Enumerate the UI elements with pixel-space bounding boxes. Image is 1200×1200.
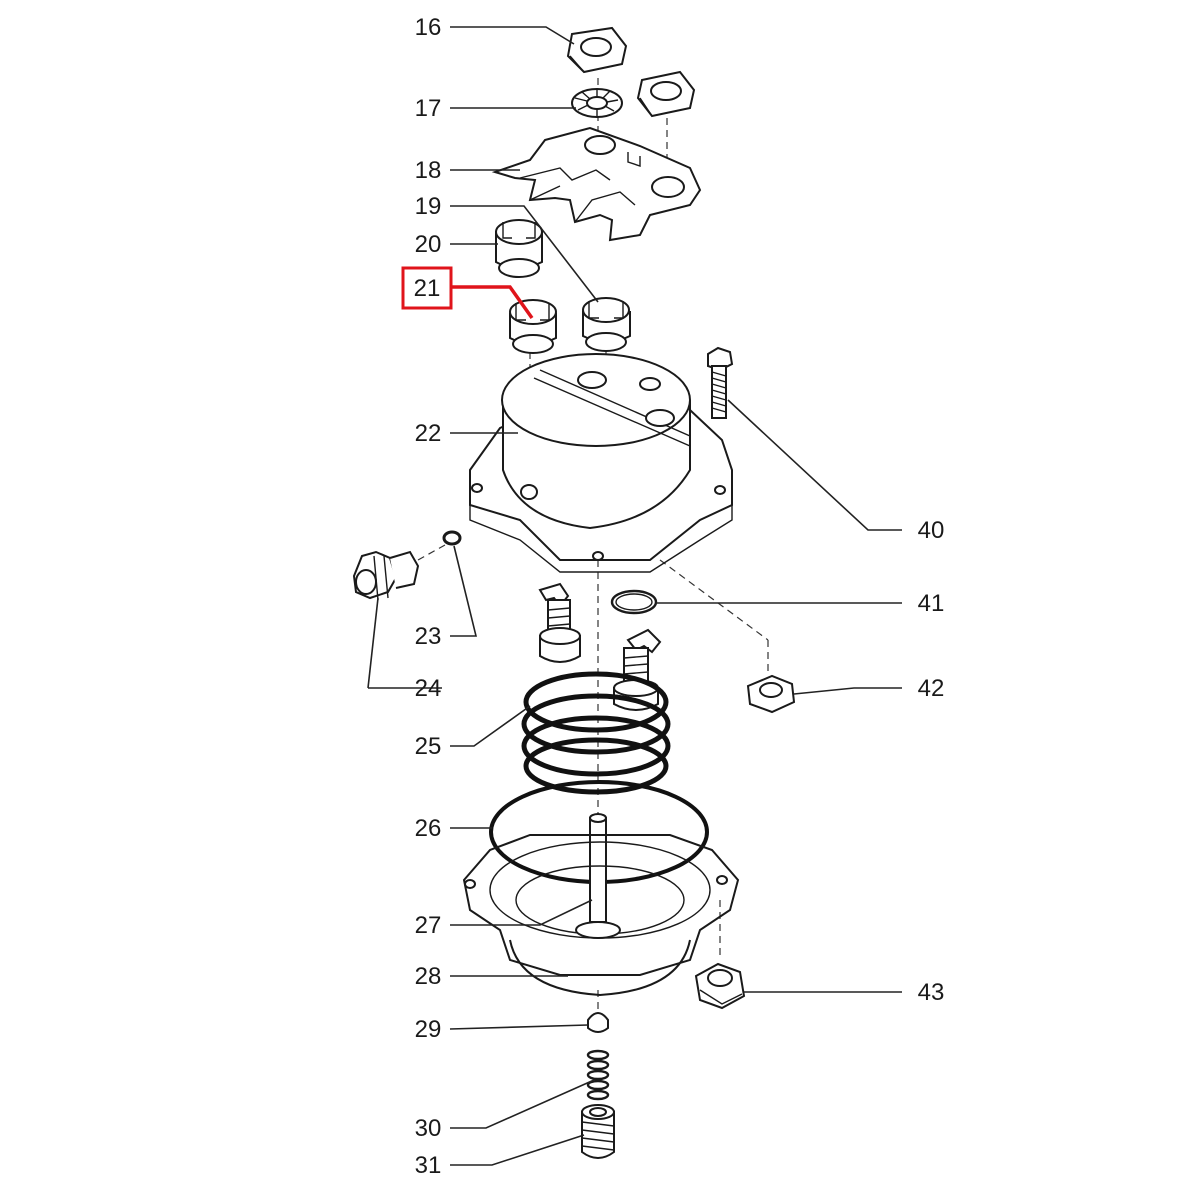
part-24-fitting bbox=[352, 550, 420, 601]
part-28-base-housing bbox=[462, 834, 740, 997]
callout-41: 41 bbox=[918, 590, 945, 617]
part-23-small-o-ring bbox=[442, 530, 462, 546]
part-40-bolt bbox=[707, 346, 734, 419]
part-19-terminal-cap bbox=[582, 297, 631, 352]
callout-20: 20 bbox=[415, 231, 442, 258]
part-31-threaded-insert bbox=[581, 1104, 615, 1159]
part-30-small-spring bbox=[586, 1049, 610, 1101]
callout-22: 22 bbox=[415, 420, 442, 447]
callout-17: 17 bbox=[415, 95, 442, 122]
callout-16: 16 bbox=[415, 14, 442, 41]
part-25-coil-spring bbox=[521, 671, 671, 795]
callout-labels: 16 17 18 19 20 21 22 23 24 25 26 27 28 2… bbox=[414, 14, 945, 1179]
callout-23: 23 bbox=[415, 623, 442, 650]
part-29-ball bbox=[587, 1012, 609, 1033]
callout-26: 26 bbox=[415, 815, 442, 842]
callout-18: 18 bbox=[415, 157, 442, 184]
part-43-hex-nut bbox=[694, 962, 746, 1010]
leader-lines bbox=[367, 26, 902, 1166]
callout-43: 43 bbox=[918, 979, 945, 1006]
part-42-hex-nut bbox=[746, 674, 796, 714]
part-17-lock-washer bbox=[571, 88, 623, 118]
callout-28: 28 bbox=[415, 963, 442, 990]
callout-30: 30 bbox=[415, 1115, 442, 1142]
part-21-terminal-cap bbox=[509, 299, 557, 354]
callout-21: 21 bbox=[414, 275, 441, 302]
hex-nut-upper-right bbox=[636, 70, 696, 118]
part-22-cap-housing bbox=[469, 353, 733, 573]
part-18-contact-plate bbox=[491, 126, 702, 242]
callout-31: 31 bbox=[415, 1152, 442, 1179]
part-16-hex-nut bbox=[566, 26, 628, 74]
callout-25: 25 bbox=[415, 733, 442, 760]
callout-29: 29 bbox=[415, 1016, 442, 1043]
callout-21-highlight bbox=[401, 266, 534, 320]
part-41-o-ring bbox=[610, 589, 658, 615]
part-27-plunger-rod bbox=[589, 813, 607, 923]
callout-24: 24 bbox=[415, 675, 442, 702]
callout-19: 19 bbox=[415, 193, 442, 220]
part-20-terminal-cap bbox=[495, 219, 543, 278]
callout-27: 27 bbox=[415, 912, 442, 939]
callout-40: 40 bbox=[918, 517, 945, 544]
callout-42: 42 bbox=[918, 675, 945, 702]
callout-21-highlight-leader bbox=[451, 285, 534, 320]
